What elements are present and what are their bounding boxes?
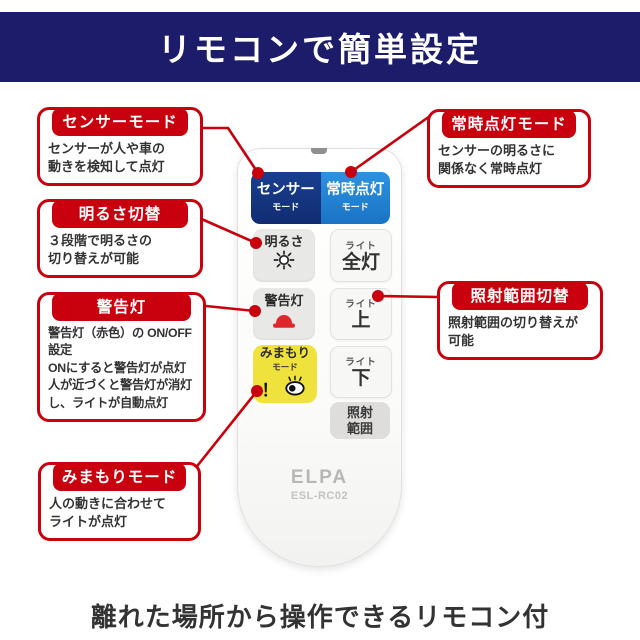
brand-logo: ELPA (290, 467, 349, 488)
callout-range-switch: 照射範囲切替 照射範囲の切り替えが 可能 (437, 281, 603, 360)
light-up-toplabel: ライト (345, 299, 377, 311)
callout-range-body: 照射範囲の切り替えが 可能 (448, 315, 579, 348)
callout-brightness: 明るさ切替 ３段階で明るさの 切り替えが可能 (37, 199, 203, 278)
callout-always-on-mode: 常時点灯モード センサーの明るさに 関係なく常時点灯 (427, 109, 591, 188)
callout-brightness-body: ３段階で明るさの 切り替えが可能 (48, 233, 153, 266)
callout-warning-light: 警告灯 警告灯（赤色）の ON/OFF 設定 ONにすると警告灯が点灯 人が近づ… (37, 292, 206, 423)
callout-always-on-title: 常時点灯モード (441, 110, 577, 138)
callout-brightness-title: 明るさ切替 (52, 200, 188, 228)
model-number: ESL-RC02 (290, 490, 349, 502)
light-up-button[interactable]: ライト 上 (330, 288, 392, 340)
always-on-mode-sublabel: モード (341, 202, 369, 213)
caption: 離れた場所から操作できるリモコン付 (90, 602, 550, 632)
always-on-mode-label: 常時点灯 (326, 181, 385, 198)
callout-sensor-title: センサーモード (52, 108, 188, 136)
sensor-mode-label: センサー (256, 181, 315, 198)
eye-icon (281, 375, 309, 402)
range-button[interactable]: 照射 範囲 (330, 402, 390, 439)
exclamation-mark: ！ (261, 380, 279, 400)
light-all-label: 全灯 (341, 251, 380, 273)
mimamori-label: みまもり (259, 346, 310, 361)
light-all-button[interactable]: ライト 全灯 (330, 229, 392, 282)
warning-light-button[interactable]: 警告灯 (253, 288, 315, 340)
callout-range-title: 照射範囲切替 (452, 282, 588, 310)
brightness-button[interactable]: 明るさ (253, 229, 315, 282)
light-all-toplabel: ライト (345, 240, 377, 252)
callout-mimamori-body: 人の動きに合わせて ライトが点灯 (49, 496, 167, 529)
banner-title: リモコンで簡単設定 (158, 31, 482, 68)
range-label: 照射 範囲 (346, 404, 373, 436)
warning-beacon-icon (271, 309, 297, 334)
callout-always-on-body: センサーの明るさに 関係なく常時点灯 (438, 143, 556, 176)
always-on-mode-button[interactable]: 常時点灯 モード (320, 172, 390, 224)
ir-notch (311, 148, 327, 154)
warning-light-label: 警告灯 (264, 293, 304, 309)
mode-button-block: センサー モード 常時点灯 モード (251, 172, 390, 224)
banner: リモコンで簡単設定 (0, 12, 640, 82)
sensor-mode-sublabel: モード (272, 202, 300, 213)
callout-sensor-mode: センサーモード センサーが人や車の 動きを検知して点灯 (37, 107, 203, 186)
sun-icon (272, 249, 296, 276)
callout-mimamori-title: みまもりモード (52, 463, 187, 491)
brightness-label: 明るさ (264, 233, 304, 249)
light-down-button[interactable]: ライト 下 (330, 346, 392, 398)
remote-control: センサー モード 常時点灯 モード 明るさ (237, 148, 402, 567)
light-up-label: 上 (351, 310, 371, 332)
mimamori-mode-button[interactable]: みまもり モード ！ (253, 345, 317, 403)
light-down-label: 下 (351, 368, 371, 390)
callout-mimamori-mode: みまもりモード 人の動きに合わせて ライトが点灯 (38, 462, 201, 541)
sensor-mode-button[interactable]: センサー モード (251, 172, 321, 224)
light-down-toplabel: ライト (345, 357, 377, 369)
callout-warning-title: 警告灯 (52, 293, 191, 321)
callout-sensor-body: センサーが人や車の 動きを検知して点灯 (48, 141, 166, 174)
callout-warning-body: 警告灯（赤色）の ON/OFF 設定 ONにすると警告灯が点灯 人が近づくと警告… (48, 326, 192, 410)
mimamori-sublabel: モード (272, 361, 298, 372)
